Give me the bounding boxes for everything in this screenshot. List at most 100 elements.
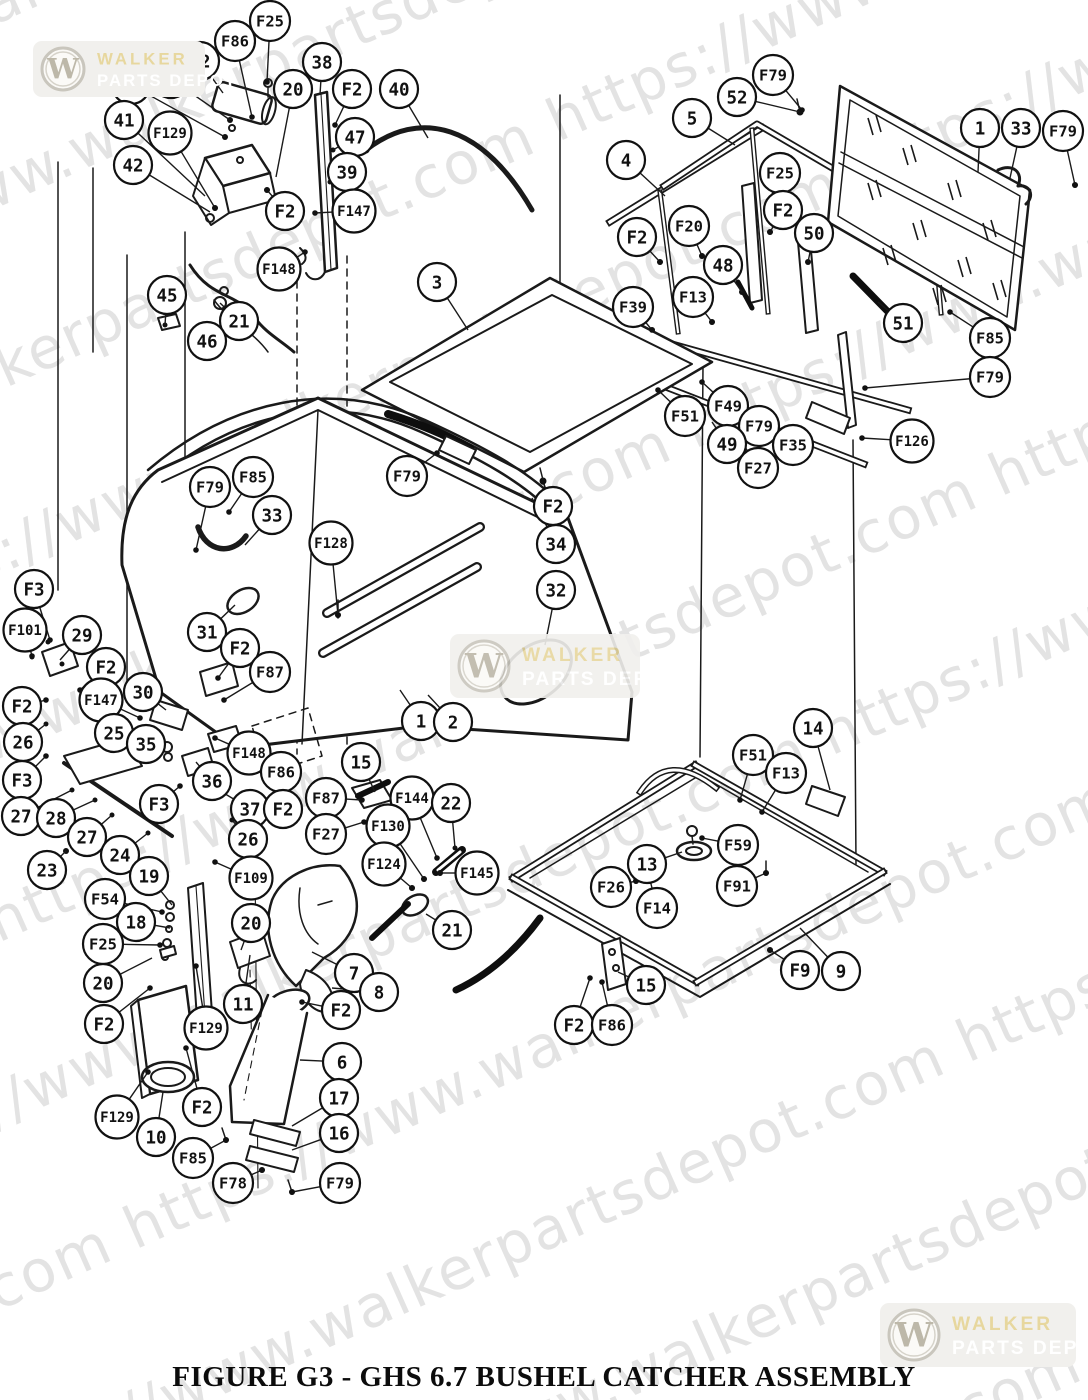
leader-line-F9 bbox=[769, 949, 785, 961]
fastener-dot-F86 bbox=[249, 114, 255, 120]
leader-line-27 bbox=[100, 814, 113, 825]
leader-line-18 bbox=[154, 924, 171, 929]
callout-14: 14 bbox=[792, 707, 834, 749]
fastener-dot-F126 bbox=[859, 435, 865, 441]
leader-line-F147 bbox=[314, 211, 333, 214]
callout-label: 40 bbox=[388, 80, 409, 100]
callout-label: 32 bbox=[545, 581, 566, 601]
fastener-dot-F39 bbox=[649, 327, 655, 333]
fastener-dot-F2 bbox=[43, 697, 49, 703]
fastener-dot-F130 bbox=[421, 876, 427, 882]
callout-label: 21 bbox=[441, 921, 462, 941]
leader-line-F79 bbox=[195, 506, 207, 551]
leader-line-F85 bbox=[949, 311, 974, 328]
callout-label: F79 bbox=[745, 418, 773, 436]
callout-label: F85 bbox=[239, 469, 267, 487]
leader-line-48 bbox=[733, 280, 743, 293]
leader-line-F79 bbox=[422, 452, 438, 465]
callout-label: 2 bbox=[448, 713, 459, 733]
callout-F25: F25 bbox=[758, 151, 802, 195]
fastener-dot-F79 bbox=[799, 107, 805, 113]
callout-label: F2 bbox=[330, 1001, 351, 1021]
fastener-dot-F20 bbox=[699, 253, 705, 259]
leader-line-F85 bbox=[228, 493, 243, 513]
leader-line-9 bbox=[799, 927, 829, 958]
callout-label: 15 bbox=[350, 753, 371, 773]
callout-19: 19 bbox=[128, 855, 170, 897]
callout-F129: F129 bbox=[94, 1094, 140, 1140]
callout-F35: F35 bbox=[771, 423, 815, 467]
back-panel bbox=[826, 84, 1078, 332]
callout-label: F109 bbox=[234, 871, 268, 887]
fastener-dot-F3 bbox=[177, 783, 183, 789]
callout-F2: F2 bbox=[762, 189, 804, 231]
leader-line-49 bbox=[711, 421, 717, 429]
callout-17: 17 bbox=[318, 1077, 360, 1119]
callout-label: F13 bbox=[679, 289, 707, 307]
leader-line-F130 bbox=[399, 843, 425, 880]
callout-label: F101 bbox=[8, 623, 42, 639]
callout-F86: F86 bbox=[259, 750, 303, 794]
leader-line-14 bbox=[817, 746, 831, 791]
callout-label: F129 bbox=[100, 1110, 134, 1126]
leader-line-F79 bbox=[864, 378, 971, 389]
fastener-dot-F85 bbox=[226, 509, 232, 515]
callout-label: F2 bbox=[341, 80, 362, 100]
callout-label: F35 bbox=[779, 437, 807, 455]
callout-F3: F3 bbox=[1, 759, 43, 801]
callout-22: 22 bbox=[430, 782, 472, 824]
callout-label: F79 bbox=[1049, 123, 1077, 141]
callout-42: 42 bbox=[112, 144, 154, 186]
callout-label: 8 bbox=[374, 983, 385, 1003]
callout-33: 33 bbox=[1000, 107, 1042, 149]
callout-label: F86 bbox=[267, 764, 295, 782]
leader-line-F126 bbox=[861, 437, 891, 441]
callout-label: F59 bbox=[724, 837, 752, 855]
callout-label: F85 bbox=[179, 1150, 207, 1168]
callout-label: 46 bbox=[196, 332, 217, 352]
callout-31: 31 bbox=[186, 611, 228, 653]
callout-label: 49 bbox=[716, 435, 737, 455]
callout-label: F148 bbox=[232, 746, 266, 762]
callout-label: 11 bbox=[232, 995, 253, 1015]
callout-8: 8 bbox=[358, 971, 400, 1013]
callout-F79: F79 bbox=[737, 404, 781, 448]
callout-F27: F27 bbox=[304, 812, 348, 856]
callout-label: F148 bbox=[262, 262, 296, 278]
callout-label: F2 bbox=[542, 497, 563, 517]
leader-line-29 bbox=[59, 648, 70, 661]
svg-text:W: W bbox=[46, 51, 80, 85]
fastener-dot-F54 bbox=[159, 909, 165, 915]
fastener-dot-F51 bbox=[737, 797, 743, 803]
callout-bubbles: 12F86F2543443820F24041F129424739F2F147F1… bbox=[0, 0, 1085, 1205]
fastener-dot-F101 bbox=[29, 653, 35, 659]
callout-F13: F13 bbox=[671, 275, 715, 319]
leader-line-F144 bbox=[419, 817, 438, 859]
callout-label: 1 bbox=[416, 712, 427, 732]
callout-label: 4 bbox=[621, 151, 632, 171]
leader-line-F79 bbox=[1066, 150, 1076, 186]
leader-line-F2 bbox=[334, 105, 345, 126]
callout-3: 3 bbox=[416, 261, 458, 303]
callout-F148: F148 bbox=[226, 730, 272, 776]
leader-line-20 bbox=[275, 107, 291, 178]
callout-F79: F79 bbox=[1041, 109, 1085, 153]
callout-label: 14 bbox=[802, 719, 823, 739]
callout-label: 1 bbox=[975, 119, 986, 139]
leader-line-13 bbox=[664, 851, 683, 859]
callout-label: F51 bbox=[739, 747, 767, 765]
fastener-dot-F2 bbox=[299, 999, 305, 1005]
callout-F59: F59 bbox=[716, 823, 760, 867]
fastener-dot-F13 bbox=[759, 809, 765, 815]
callout-label: 34 bbox=[545, 535, 566, 555]
callout-36: 36 bbox=[191, 760, 233, 802]
fastener-dot-F2 bbox=[264, 187, 270, 193]
fastener-dot-F59 bbox=[699, 835, 705, 841]
leader-line-38 bbox=[319, 80, 322, 96]
callout-label: F3 bbox=[23, 580, 44, 600]
callout-label: 20 bbox=[282, 80, 303, 100]
leader-line-52 bbox=[755, 100, 801, 113]
